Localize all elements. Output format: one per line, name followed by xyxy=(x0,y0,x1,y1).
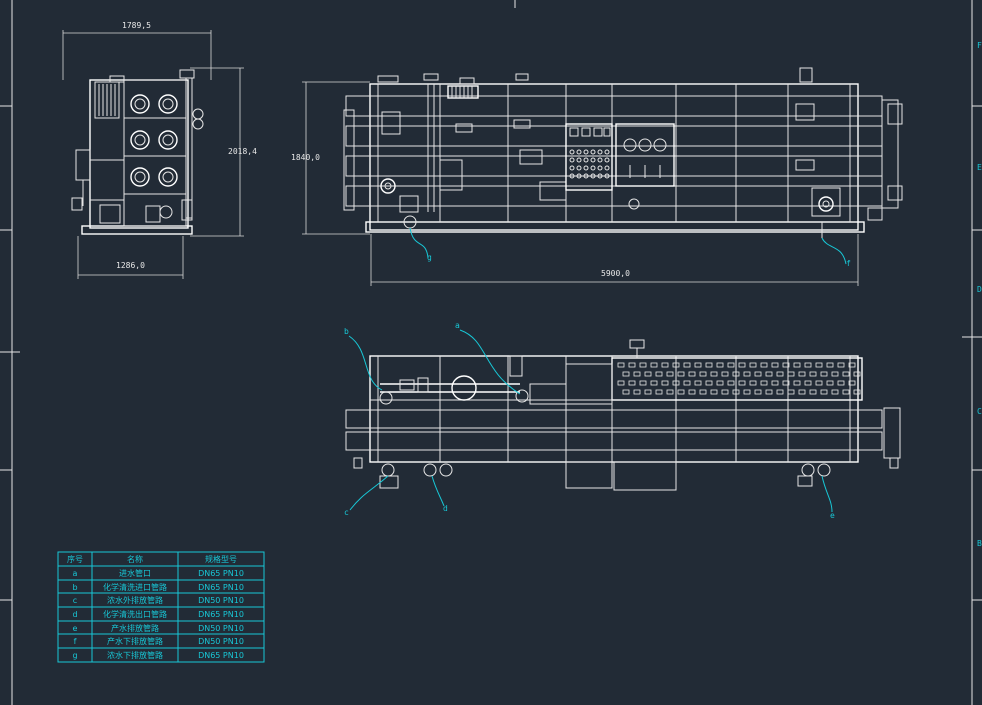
frame-uprights xyxy=(377,84,851,222)
table-cell: DN50 PN10 xyxy=(198,624,244,633)
margin-mark-e: E xyxy=(977,163,982,172)
callout-g-front: g xyxy=(427,253,432,262)
table-cell: a xyxy=(73,569,78,578)
control-panel xyxy=(565,123,675,210)
side-view: 1789,5 2018,4 1286,0 xyxy=(62,21,257,279)
dim-front-height: 1840,0 xyxy=(291,153,320,162)
margin-mark-d: D xyxy=(977,285,982,294)
table-cell: d xyxy=(72,610,77,619)
callout-a: a xyxy=(455,321,460,330)
membrane-vessel-ends xyxy=(130,94,178,187)
table-cell: 产水下排放管路 xyxy=(107,636,163,646)
pipe-legend-table: 序号 名称 规格型号 a 进水管口 DN65 PN10 b 化学清洗进口管路 D… xyxy=(57,551,265,663)
callout-e: e xyxy=(830,511,835,520)
table-cell: 浓水下排放管路 xyxy=(107,650,163,660)
table-cell: DN65 PN10 xyxy=(198,651,244,660)
margin-mark-b: B xyxy=(977,539,982,548)
table-cell: 产水排放管路 xyxy=(111,623,159,633)
dim-side-height: 2018,4 xyxy=(228,147,257,156)
table-cell: 化学清洗进口管路 xyxy=(103,582,167,592)
table-header-name: 名称 xyxy=(127,554,143,564)
table-cell: g xyxy=(72,651,77,660)
table-cell: c xyxy=(73,596,77,605)
dim-side-width: 1789,5 xyxy=(122,21,151,30)
table-header-no: 序号 xyxy=(67,554,83,564)
perforated-tray xyxy=(617,362,861,395)
pressure-vessels xyxy=(343,95,899,211)
callout-d: d xyxy=(443,504,448,513)
table-cell: DN50 PN10 xyxy=(198,637,244,646)
callout-b: b xyxy=(344,327,349,336)
table-cell: 化学清洗出口管路 xyxy=(103,609,167,619)
table-cell: DN65 PN10 xyxy=(198,569,244,578)
table-cell: 浓水外排放管路 xyxy=(107,595,163,605)
table-cell: DN65 PN10 xyxy=(198,583,244,592)
margin-mark-c: C xyxy=(977,407,982,416)
table-cell: e xyxy=(73,624,78,633)
table-cell: b xyxy=(72,583,77,592)
table-cell: f xyxy=(74,637,77,646)
table-cell: 进水管口 xyxy=(119,568,151,578)
table-cell: DN65 PN10 xyxy=(198,610,244,619)
callout-c: c xyxy=(344,508,349,517)
dim-side-base: 1286,0 xyxy=(116,261,145,270)
callout-f-front: f xyxy=(846,259,851,268)
table-cell: DN50 PN10 xyxy=(198,596,244,605)
dim-front-length: 5900,0 xyxy=(601,269,630,278)
top-view: b a c d e xyxy=(344,321,901,520)
margin-mark-f: F xyxy=(977,41,982,50)
table-header-spec: 规格型号 xyxy=(205,554,237,564)
front-view: 1840,0 5900,0 xyxy=(291,67,903,286)
